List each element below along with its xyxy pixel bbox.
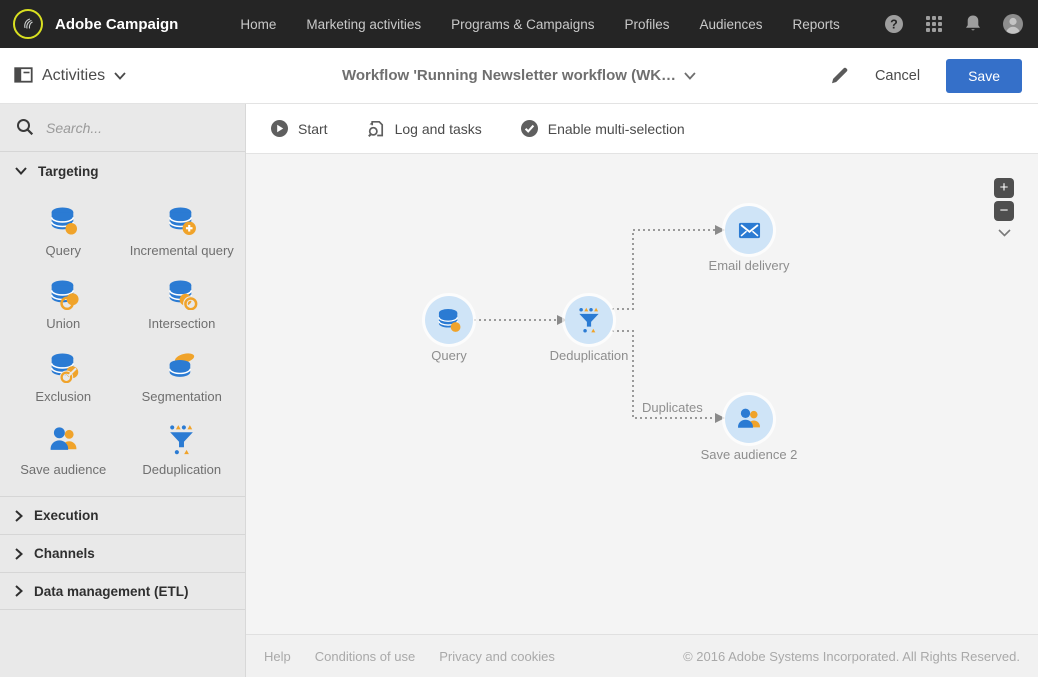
people-icon [47,423,80,456]
section-channels[interactable]: Channels [0,534,245,572]
targeting-activity-grid: Query Incremental query Union [0,190,245,496]
footer-link-privacy[interactable]: Privacy and cookies [439,648,555,664]
brand-title: Adobe Campaign [55,15,179,33]
nav-item-programs-campaigns[interactable]: Programs & Campaigns [451,16,595,32]
activity-exclusion[interactable]: Exclusion [4,340,123,413]
node-label-save-audience-2: Save audience 2 [700,447,798,462]
arrowhead-icon [715,225,725,235]
save-button[interactable]: Save [946,58,1022,93]
adobe-campaign-logo[interactable] [13,9,43,39]
funnel-icon [575,306,603,334]
chevron-down-icon [114,71,126,80]
canvas-options-chevron[interactable] [997,229,1011,237]
zoom-controls: + − [994,178,1014,237]
zoom-in-button[interactable]: + [994,178,1014,198]
workflow-canvas[interactable]: Duplicates Query Deduplication Email del… [246,154,1038,634]
node-label-deduplication: Deduplication [549,348,629,363]
log-and-tasks-button[interactable]: Log and tasks [366,119,482,139]
node-deduplication[interactable] [565,296,613,344]
activity-deduplication[interactable]: Deduplication [123,413,242,486]
section-data-management[interactable]: Data management (ETL) [0,572,245,610]
check-circle-icon [520,120,538,137]
chevron-right-icon [15,547,23,560]
database-plus-icon [165,204,197,235]
panel-layout-icon [14,67,33,83]
activities-selector[interactable]: Activities [0,67,126,85]
arrowhead-icon [557,315,567,325]
start-button[interactable]: Start [270,119,328,138]
database-union-icon [47,277,79,310]
activity-union[interactable]: Union [4,267,123,340]
edit-pencil-icon[interactable] [829,66,849,86]
enable-multi-selection-toggle[interactable]: Enable multi-selection [520,119,685,138]
copyright-text: © 2016 Adobe Systems Incorporated. All R… [683,648,1020,664]
search-input[interactable] [46,119,216,136]
node-label-email-delivery: Email delivery [708,258,790,273]
database-intersection-icon [165,277,199,310]
chevron-down-icon [15,167,27,175]
edge-dedup-to-email [612,229,715,310]
play-circle-icon [271,120,288,137]
database-exclusion-icon [47,350,78,383]
nav-item-reports[interactable]: Reports [792,16,840,32]
workflow-title: Workflow 'Running Newsletter workflow (W… [341,67,677,84]
zoom-out-button[interactable]: − [994,201,1014,221]
activities-label: Activities [42,66,106,84]
search-icon [17,119,34,136]
arrowhead-icon [715,413,725,423]
nav-item-audiences[interactable]: Audiences [699,16,763,32]
node-query[interactable] [425,296,473,344]
activity-query[interactable]: Query [4,194,123,267]
workflow-edges: Duplicates [474,225,725,423]
user-avatar[interactable] [1001,12,1025,36]
activities-palette-sidebar: Targeting Query Incremental query [0,104,246,677]
nav-item-marketing-activities[interactable]: Marketing activities [306,16,422,32]
database-dot-icon [47,204,77,235]
activity-save-audience[interactable]: Save audience [4,413,123,486]
chevron-right-icon [15,585,23,597]
cancel-button[interactable]: Cancel [874,67,921,84]
activity-segmentation[interactable]: Segmentation [123,340,242,413]
notifications-bell-icon[interactable] [963,13,983,35]
node-label-query: Query [431,348,467,363]
sidebar-search [0,104,245,152]
help-icon[interactable]: ? [883,13,905,35]
people-icon [735,405,763,433]
topnav-menu: Home Marketing activities Programs & Cam… [240,17,839,32]
section-execution[interactable]: Execution [0,496,245,534]
node-save-audience-2[interactable] [725,395,773,443]
footer: Help Conditions of use Privacy and cooki… [246,634,1038,677]
top-navigation-bar: Adobe Campaign Home Marketing activities… [0,0,1038,48]
edge-dedup-to-save [612,330,715,419]
nav-item-profiles[interactable]: Profiles [624,16,670,32]
database-dot-icon [435,306,461,332]
node-email-delivery[interactable] [725,206,773,254]
log-search-icon [367,120,383,137]
envelope-icon [736,217,763,244]
funnel-icon [165,423,198,456]
section-targeting[interactable]: Targeting [0,152,245,190]
edge-label-duplicates: Duplicates [642,400,703,415]
activity-intersection[interactable]: Intersection [123,267,242,340]
nav-item-home[interactable]: Home [240,16,277,32]
workflow-toolbar: Start Log and tasks Enable multi-selecti… [246,104,1038,154]
chevron-down-icon [684,71,696,80]
segmentation-icon [165,350,198,383]
workflow-title-dropdown[interactable]: Workflow 'Running Newsletter workflow (W… [342,67,696,84]
chevron-down-icon [997,229,1011,237]
logo-glyph-icon [24,18,33,29]
apps-grid-icon[interactable] [923,13,945,35]
workflow-header-bar: Activities Workflow 'Running Newsletter … [0,48,1038,104]
chevron-right-icon [15,509,23,522]
svg-text:?: ? [890,17,898,31]
activity-incremental-query[interactable]: Incremental query [123,194,242,267]
footer-link-conditions[interactable]: Conditions of use [314,648,416,664]
footer-link-help[interactable]: Help [264,648,291,664]
